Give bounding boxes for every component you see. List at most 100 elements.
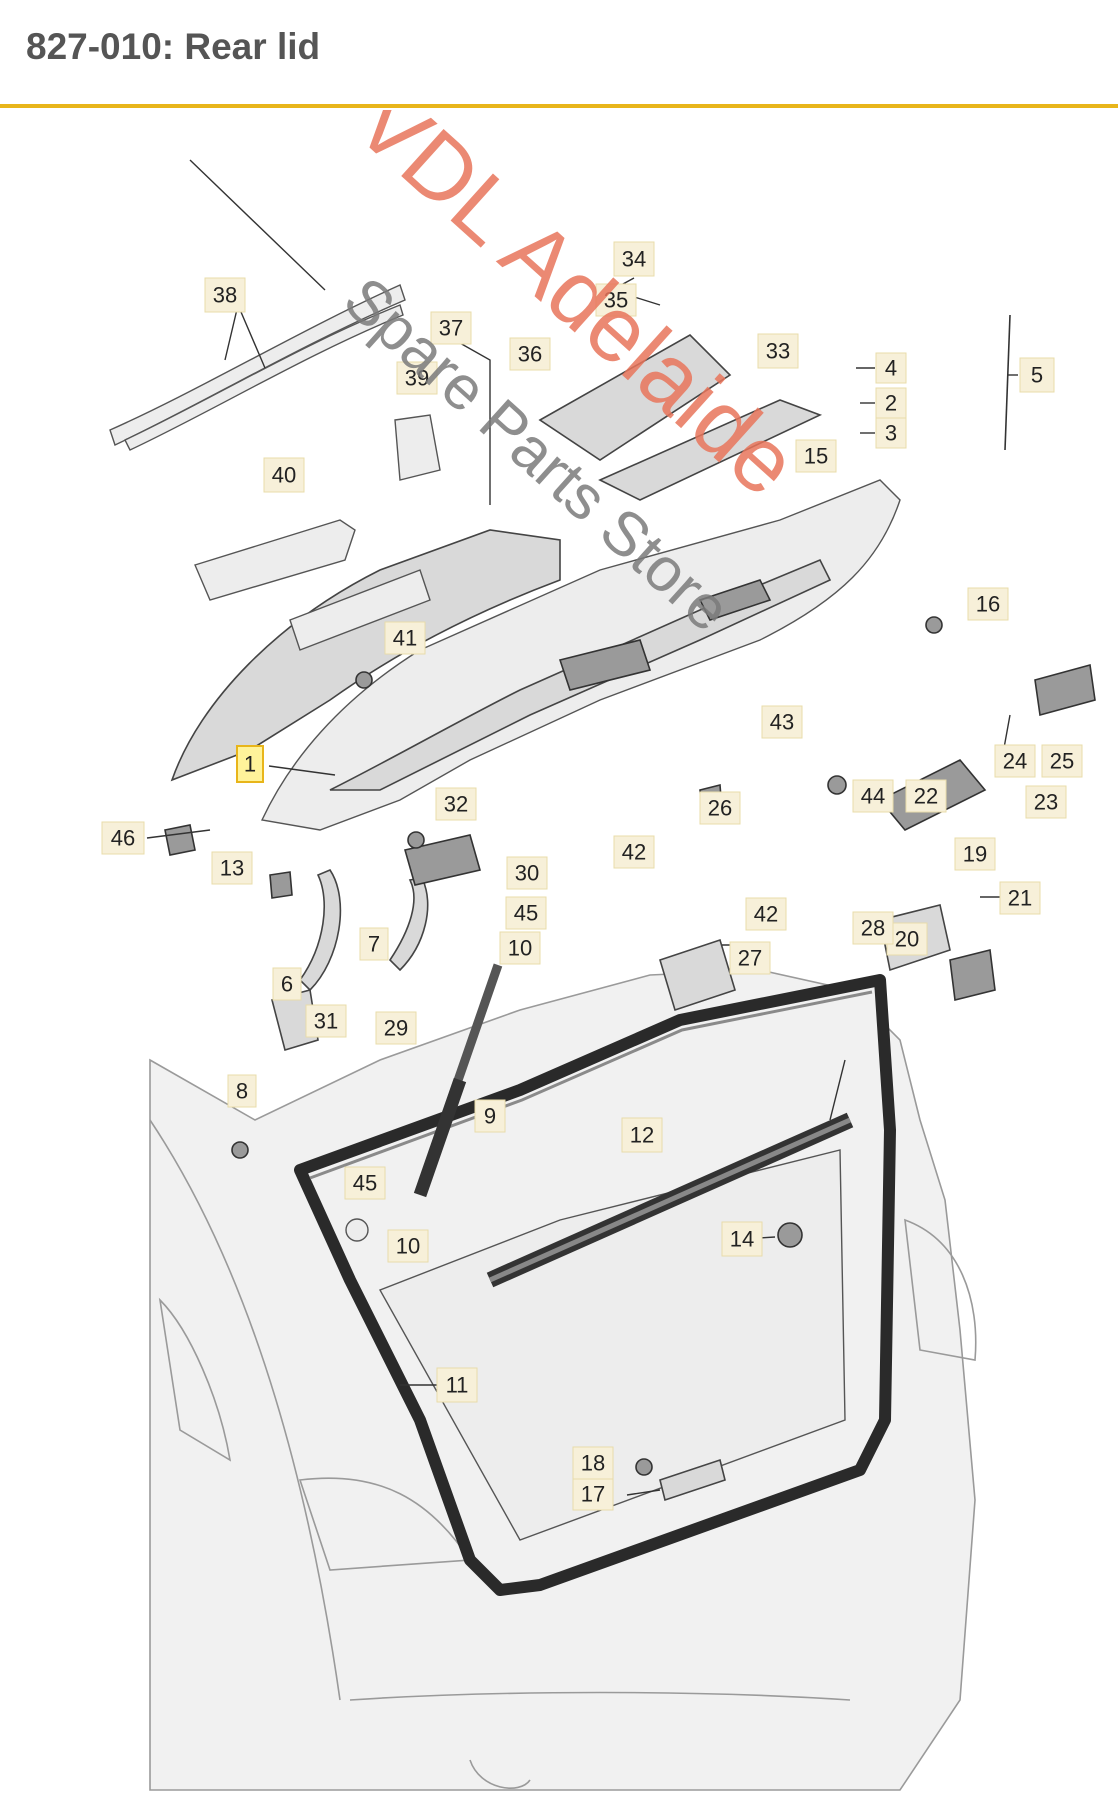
label-6: 6 (272, 967, 302, 1001)
label-34: 34 (613, 241, 655, 277)
boot-seal (294, 974, 896, 1596)
label-3: 3 (875, 417, 907, 449)
label-40: 40 (263, 457, 305, 493)
label-10a: 10 (499, 931, 541, 965)
svg-text:5: 5 (1031, 363, 1043, 388)
label-32: 32 (435, 787, 477, 821)
label-23: 23 (1025, 785, 1067, 819)
brake-light-40 (194, 519, 356, 601)
label-44: 44 (852, 779, 894, 813)
label-42a: 42 (613, 835, 655, 869)
label-43: 43 (761, 705, 803, 739)
svg-text:44: 44 (861, 784, 885, 809)
label-27: 27 (729, 941, 771, 975)
svg-text:10: 10 (396, 1234, 420, 1259)
svg-text:30: 30 (515, 861, 539, 886)
label-5: 5 (1019, 357, 1055, 393)
svg-text:8: 8 (236, 1079, 248, 1104)
label-13: 13 (211, 851, 253, 885)
label-2: 2 (875, 387, 907, 419)
rear-lid (260, 479, 901, 831)
svg-text:36: 36 (518, 342, 542, 367)
svg-text:40: 40 (272, 463, 296, 488)
lid-trim-panel (170, 529, 561, 782)
label-21: 21 (999, 881, 1041, 915)
svg-text:34: 34 (622, 247, 646, 272)
svg-text:17: 17 (581, 1482, 605, 1507)
svg-text:37: 37 (439, 316, 463, 341)
svg-text:46: 46 (111, 826, 135, 851)
label-17: 17 (572, 1477, 614, 1511)
svg-text:26: 26 (708, 796, 732, 821)
svg-text:35: 35 (604, 288, 628, 313)
svg-text:42: 42 (622, 840, 646, 865)
svg-text:43: 43 (770, 710, 794, 735)
svg-text:13: 13 (220, 856, 244, 881)
label-8: 8 (227, 1074, 257, 1108)
svg-text:14: 14 (730, 1227, 754, 1252)
bag-39 (394, 414, 441, 481)
svg-text:32: 32 (444, 792, 468, 817)
exploded-parts-diagram: 1 2 3 4 5 6 7 8 9 10 10 11 12 13 14 15 1… (101, 110, 1096, 1791)
callout-labels: 1 2 3 4 5 6 7 8 9 10 10 11 12 13 14 15 1… (101, 241, 1083, 1511)
label-45b: 45 (344, 1166, 386, 1200)
svg-text:45: 45 (514, 901, 538, 926)
svg-text:12: 12 (630, 1123, 654, 1148)
label-16: 16 (967, 587, 1009, 621)
svg-text:25: 25 (1050, 749, 1074, 774)
svg-text:3: 3 (885, 421, 897, 446)
label-29: 29 (375, 1011, 417, 1045)
svg-text:10: 10 (508, 936, 532, 961)
svg-text:24: 24 (1003, 749, 1027, 774)
label-45a: 45 (505, 896, 547, 930)
svg-text:15: 15 (804, 444, 828, 469)
svg-text:18: 18 (581, 1451, 605, 1476)
label-24: 24 (994, 744, 1036, 778)
svg-text:19: 19 (963, 842, 987, 867)
label-28: 28 (852, 911, 894, 945)
label-15: 15 (795, 439, 837, 473)
cover-plate-34 (538, 334, 732, 461)
label-26: 26 (699, 791, 741, 825)
roof-strip-38 (109, 159, 406, 451)
label-14: 14 (721, 1221, 763, 1257)
label-42b: 42 (745, 897, 787, 931)
label-36: 36 (509, 337, 551, 371)
label-11: 11 (436, 1367, 478, 1403)
label-19: 19 (954, 837, 996, 871)
load-cover-rail (486, 1059, 854, 1288)
label-37: 37 (430, 311, 472, 345)
trim-strip-33 (598, 399, 823, 501)
header: 827-010: Rear lid (0, 0, 1118, 110)
label-46: 46 (101, 821, 145, 855)
svg-text:45: 45 (353, 1171, 377, 1196)
label-4: 4 (875, 352, 907, 384)
label-39: 39 (396, 361, 438, 395)
svg-text:2: 2 (885, 391, 897, 416)
label-41: 41 (384, 621, 426, 655)
title-divider (0, 104, 1118, 108)
label-25: 25 (1041, 744, 1083, 778)
svg-text:1: 1 (244, 752, 256, 777)
svg-text:29: 29 (384, 1016, 408, 1041)
svg-text:39: 39 (405, 366, 429, 391)
label-12: 12 (621, 1117, 663, 1153)
svg-text:16: 16 (976, 592, 1000, 617)
label-22: 22 (905, 779, 947, 813)
svg-text:6: 6 (281, 972, 293, 997)
svg-text:42: 42 (754, 902, 778, 927)
label-1: 1 (236, 745, 264, 783)
svg-text:21: 21 (1008, 886, 1032, 911)
gas-strut (413, 963, 503, 1198)
page-title: 827-010: Rear lid (26, 26, 321, 67)
label-31: 31 (305, 1004, 347, 1038)
svg-text:28: 28 (861, 916, 885, 941)
svg-text:23: 23 (1034, 790, 1058, 815)
svg-text:7: 7 (368, 932, 380, 957)
label-9: 9 (474, 1099, 506, 1133)
label-7: 7 (359, 927, 389, 961)
label-35: 35 (595, 283, 637, 317)
label-10b: 10 (387, 1229, 429, 1263)
label-18: 18 (572, 1446, 614, 1480)
label-33: 33 (757, 333, 799, 369)
